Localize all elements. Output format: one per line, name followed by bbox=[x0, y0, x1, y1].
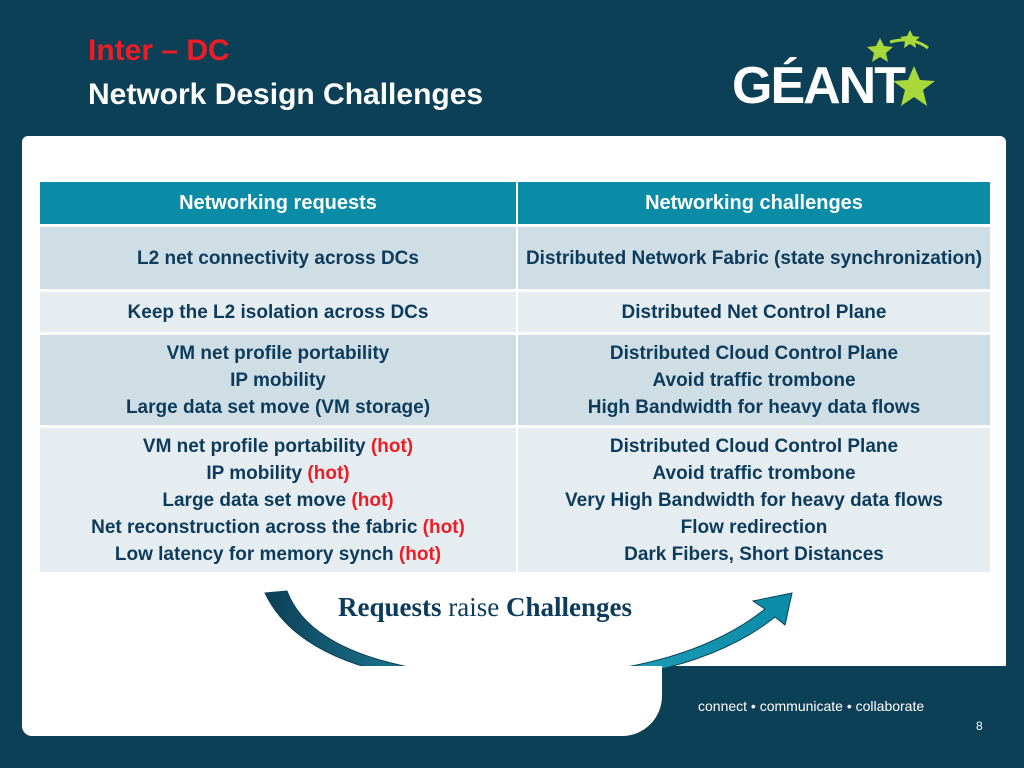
request-text: Net reconstruction across the fabric bbox=[91, 516, 423, 538]
challenge-cell: Distributed Net Control Plane bbox=[517, 290, 992, 335]
table-row: VM net profile portability (hot) IP mobi… bbox=[40, 426, 992, 575]
request-line: L2 net connectivity across DCs bbox=[137, 247, 419, 269]
challenge-cell: Distributed Cloud Control Plane Avoid tr… bbox=[517, 426, 992, 575]
page-number: 8 bbox=[976, 719, 983, 733]
request-line: IP mobility (hot) bbox=[46, 460, 510, 487]
challenge-cell: Distributed Network Fabric (state synchr… bbox=[517, 225, 992, 292]
challenge-line: Dark Fibers, Short Distances bbox=[624, 543, 884, 565]
request-line: Low latency for memory synch (hot) bbox=[46, 541, 510, 568]
hot-badge: (hot) bbox=[307, 462, 350, 484]
request-line: VM net profile portability (hot) bbox=[46, 433, 510, 460]
request-line: Large data set move (VM storage) bbox=[125, 396, 431, 418]
challenge-line: Very High Bandwidth for heavy data flows bbox=[565, 489, 943, 511]
challenge-line: Distributed Cloud Control Plane bbox=[609, 435, 899, 457]
challenge-line: Avoid traffic trombone bbox=[652, 369, 856, 391]
hot-badge: (hot) bbox=[351, 489, 394, 511]
challenge-line: Flow redirection bbox=[680, 516, 828, 538]
hot-badge: (hot) bbox=[398, 543, 442, 565]
request-line: VM net profile portability bbox=[166, 342, 390, 364]
header-challenges: Networking challenges bbox=[517, 182, 992, 227]
request-line: Net reconstruction across the fabric (ho… bbox=[46, 514, 510, 541]
challenge-line: Distributed Network Fabric (state synchr… bbox=[525, 247, 983, 269]
table-row: L2 net connectivity across DCs Distribut… bbox=[40, 225, 992, 292]
header-panel bbox=[32, 0, 998, 130]
challenge-line: Avoid traffic trombone bbox=[652, 462, 856, 484]
slide-subtitle: Network Design Challenges bbox=[88, 78, 484, 111]
challenge-cell: Distributed Cloud Control Plane Avoid tr… bbox=[517, 333, 992, 428]
request-text: VM net profile portability bbox=[142, 435, 371, 457]
table-row: Keep the L2 isolation across DCs Distrib… bbox=[40, 290, 992, 335]
hot-badge: (hot) bbox=[422, 516, 465, 538]
geant-logo: GÉANT bbox=[732, 26, 948, 116]
challenge-line: Distributed Net Control Plane bbox=[621, 301, 887, 323]
request-line: Keep the L2 isolation across DCs bbox=[127, 301, 429, 323]
footer-white-panel bbox=[22, 666, 662, 736]
hot-badge: (hot) bbox=[370, 435, 414, 457]
request-line: Large data set move (hot) bbox=[46, 487, 510, 514]
request-cell: VM net profile portability IP mobility L… bbox=[40, 333, 518, 428]
slide-title: Inter – DC bbox=[88, 34, 230, 67]
request-text: Large data set move bbox=[162, 489, 352, 511]
logo-text: GÉANT bbox=[732, 57, 906, 115]
request-cell: L2 net connectivity across DCs bbox=[40, 225, 518, 292]
challenge-line: Distributed Cloud Control Plane bbox=[609, 342, 899, 364]
request-cell: Keep the L2 isolation across DCs bbox=[40, 290, 518, 335]
header-requests: Networking requests bbox=[40, 182, 518, 227]
table-header-row: Networking requests Networking challenge… bbox=[40, 182, 992, 227]
table-row: VM net profile portability IP mobility L… bbox=[40, 333, 992, 428]
request-text: Low latency for memory synch bbox=[114, 543, 399, 565]
request-line: IP mobility bbox=[230, 369, 326, 391]
request-text: IP mobility bbox=[206, 462, 308, 484]
footer-slogan: connect • communicate • collaborate bbox=[698, 698, 925, 714]
request-cell: VM net profile portability (hot) IP mobi… bbox=[40, 426, 518, 575]
logo-stars-icon bbox=[867, 30, 935, 106]
tagline: Requests raise Challenges bbox=[338, 592, 632, 623]
tagline-challenges: Challenges bbox=[505, 592, 632, 622]
requests-challenges-table: Networking requests Networking challenge… bbox=[40, 182, 992, 575]
tagline-requests: Requests bbox=[338, 592, 442, 622]
challenge-line: High Bandwidth for heavy data flows bbox=[587, 396, 921, 418]
footer-area bbox=[22, 666, 1006, 736]
tagline-raise: raise bbox=[441, 592, 506, 622]
